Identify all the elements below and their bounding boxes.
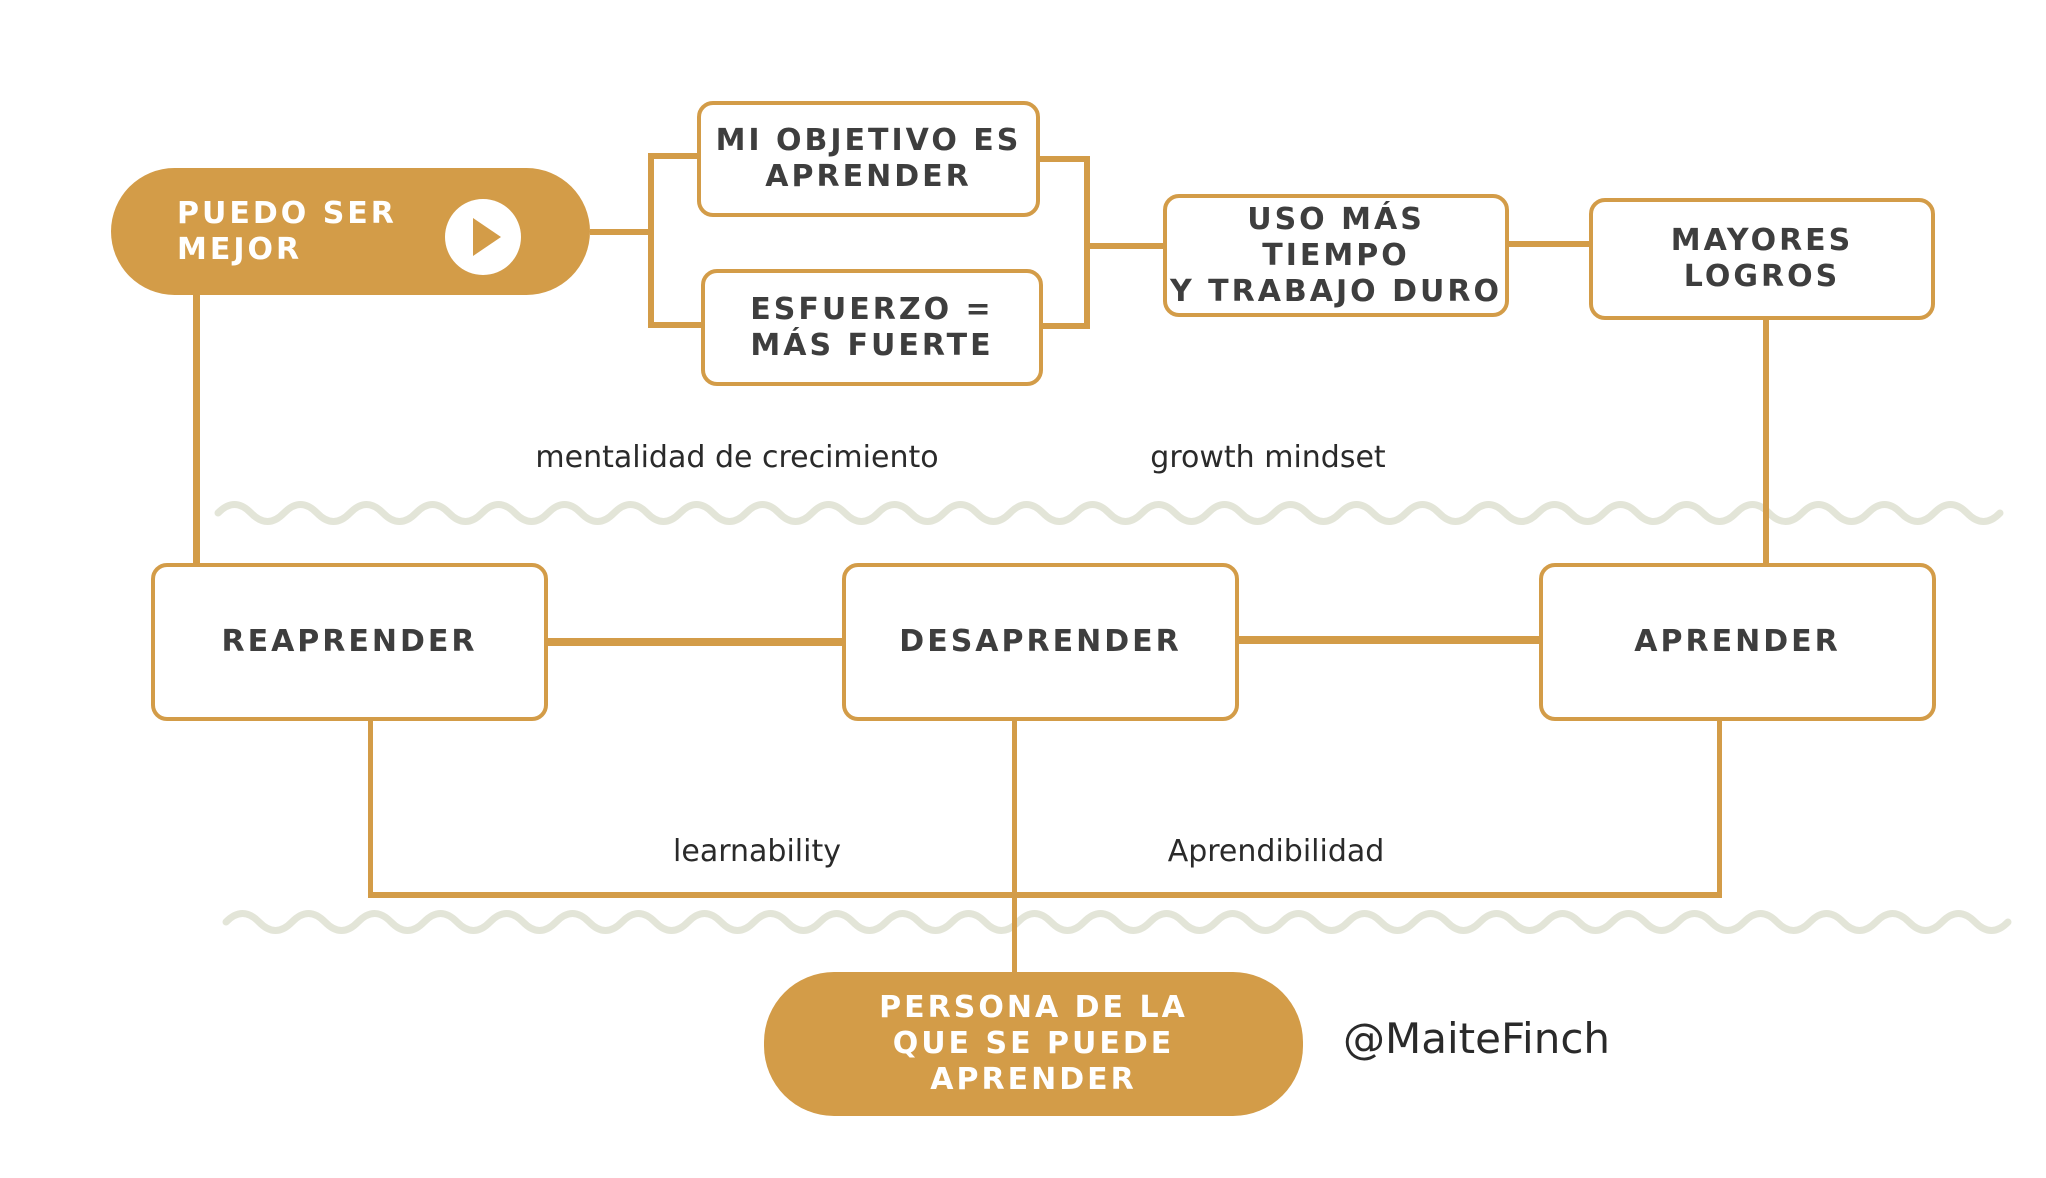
learn-label: APRENDER xyxy=(1634,624,1841,659)
connector xyxy=(1043,323,1090,329)
end-pill-label: PERSONA DE LA QUE SE PUEDE APRENDER xyxy=(879,990,1188,1097)
learn-box: APRENDER xyxy=(1539,563,1936,721)
connector xyxy=(548,638,842,646)
goal-box-label: MI OBJETIVO ES APRENDER xyxy=(715,123,1022,194)
unlearn-label: DESAPRENDER xyxy=(899,624,1182,659)
connector xyxy=(648,153,700,159)
end-pill: PERSONA DE LA QUE SE PUEDE APRENDER xyxy=(764,972,1303,1116)
start-pill-label: PUEDO SER MEJOR xyxy=(177,195,397,267)
connector xyxy=(1509,241,1589,247)
connector xyxy=(1040,156,1090,162)
effort-box: ESFUERZO = MÁS FUERTE xyxy=(701,269,1043,386)
learnability-es-label: Aprendibilidad xyxy=(1167,834,1385,869)
connector xyxy=(1717,721,1722,898)
achievements-box: MAYORES LOGROS xyxy=(1589,198,1935,320)
connector xyxy=(368,892,1722,898)
connector xyxy=(648,322,702,328)
connector xyxy=(368,721,373,898)
connector xyxy=(590,229,654,235)
connector xyxy=(1763,320,1769,565)
unlearn-box: DESAPRENDER xyxy=(842,563,1239,721)
play-circle-icon[interactable] xyxy=(445,199,521,275)
connector xyxy=(1239,636,1539,644)
connector xyxy=(1084,156,1090,329)
relearn-box: REAPRENDER xyxy=(151,563,548,721)
achievements-box-label: MAYORES LOGROS xyxy=(1670,223,1854,294)
wave-divider-bottom xyxy=(222,910,2012,934)
connector xyxy=(1084,243,1164,249)
wave-divider-top xyxy=(214,501,2004,525)
relearn-label: REAPRENDER xyxy=(221,624,478,659)
learnability-en-label: learnability xyxy=(673,834,841,869)
start-pill: PUEDO SER MEJOR xyxy=(111,168,590,295)
growth-mindset-en-label: growth mindset xyxy=(1150,440,1386,475)
connector xyxy=(1012,721,1017,973)
time-box-label: USO MÁS TIEMPO Y TRABAJO DURO xyxy=(1169,201,1502,309)
effort-box-label: ESFUERZO = MÁS FUERTE xyxy=(750,291,994,363)
connector xyxy=(193,292,200,565)
time-box: USO MÁS TIEMPO Y TRABAJO DURO xyxy=(1163,194,1509,317)
credit-handle: @MaiteFinch xyxy=(1343,1014,1611,1063)
goal-box: MI OBJETIVO ES APRENDER xyxy=(697,101,1040,217)
growth-mindset-es-label: mentalidad de crecimiento xyxy=(535,440,939,475)
connector xyxy=(648,153,654,328)
